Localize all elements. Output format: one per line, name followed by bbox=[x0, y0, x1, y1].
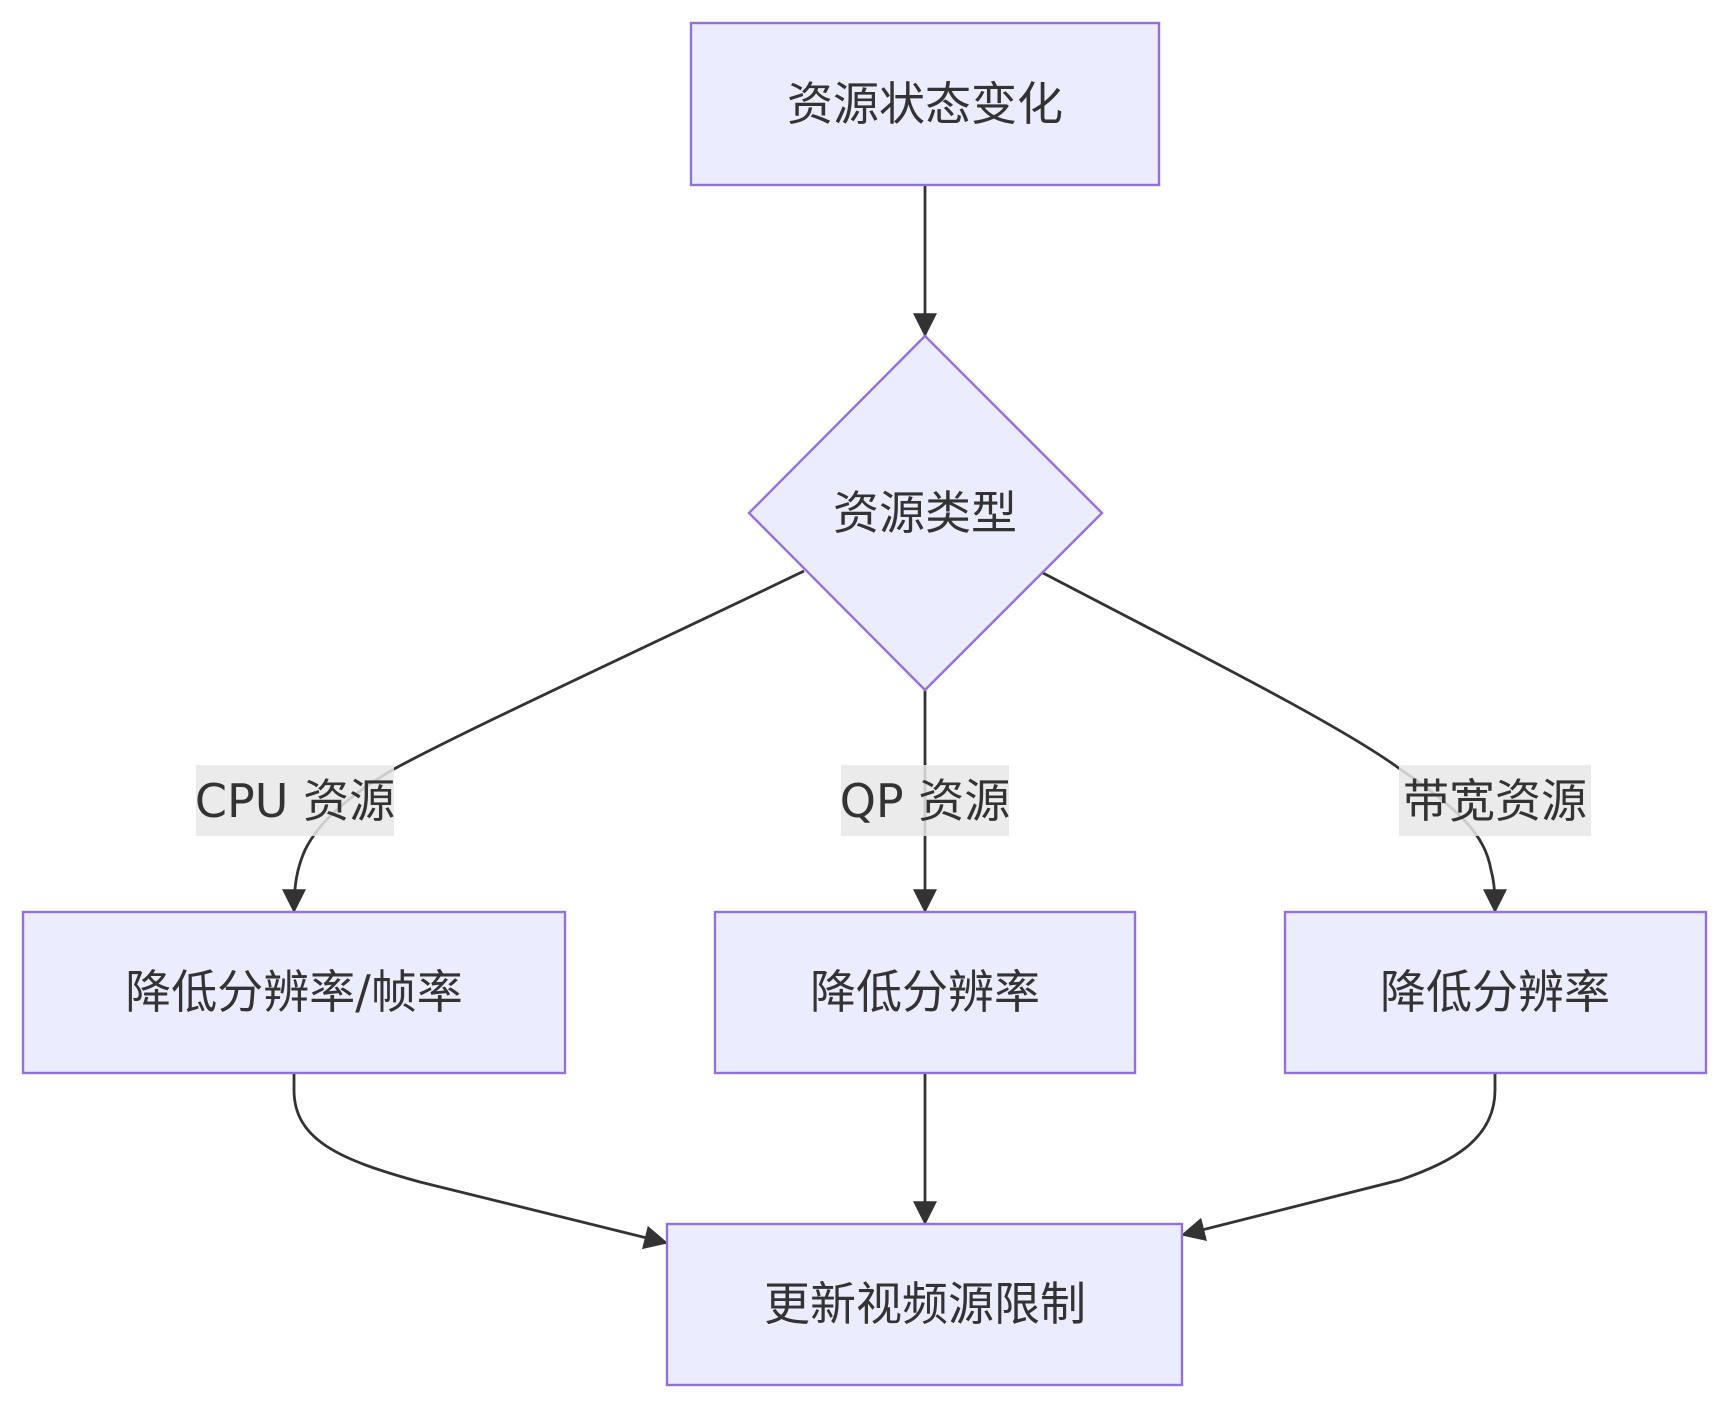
edge-bandwidth-action-to-end bbox=[1180, 1073, 1497, 1242]
edge-decision-to-cpu-action bbox=[282, 569, 805, 914]
edge-label-bandwidth-text: 带宽资源 bbox=[1403, 774, 1587, 828]
edges bbox=[282, 185, 1507, 1250]
edge-cpu-action-to-end bbox=[292, 1073, 669, 1250]
edge-label-cpu-text: CPU 资源 bbox=[195, 774, 395, 828]
edge-label-background bbox=[1399, 765, 1591, 836]
node-cpu-action-box bbox=[21, 910, 567, 1075]
node-decision-diamond bbox=[747, 334, 1104, 692]
edge-decision-to-bandwidth-action bbox=[1042, 571, 1507, 914]
node-cpu-action: 降低分辨率/帧率 bbox=[21, 910, 567, 1075]
node-decision-label: 资源类型 bbox=[833, 486, 1017, 540]
node-start: 资源状态变化 bbox=[689, 21, 1161, 187]
node-qp-action-box bbox=[713, 910, 1137, 1075]
node-bandwidth-action: 降低分辨率 bbox=[1283, 910, 1708, 1075]
node-cpu-action-label: 降低分辨率/帧率 bbox=[125, 965, 463, 1019]
node-start-box bbox=[689, 21, 1161, 187]
edge-label-qp: QP 资源 bbox=[840, 765, 1011, 836]
node-bandwidth-action-label: 降低分辨率 bbox=[1380, 965, 1610, 1019]
node-end: 更新视频源限制 bbox=[665, 1222, 1184, 1387]
node-qp-action: 降低分辨率 bbox=[713, 910, 1137, 1075]
edge-label-cpu: CPU 资源 bbox=[195, 765, 395, 836]
edge-label-background bbox=[841, 765, 1009, 836]
node-qp-action-label: 降低分辨率 bbox=[810, 965, 1040, 1019]
edge-label-background bbox=[196, 765, 394, 836]
node-decision: 资源类型 bbox=[747, 334, 1104, 692]
edge-label-qp-text: QP 资源 bbox=[840, 774, 1011, 828]
node-end-label: 更新视频源限制 bbox=[764, 1277, 1086, 1331]
node-bandwidth-action-box bbox=[1283, 910, 1708, 1075]
edge-label-bandwidth: 带宽资源 bbox=[1399, 765, 1591, 836]
node-start-label: 资源状态变化 bbox=[787, 77, 1063, 131]
node-end-box bbox=[665, 1222, 1184, 1387]
